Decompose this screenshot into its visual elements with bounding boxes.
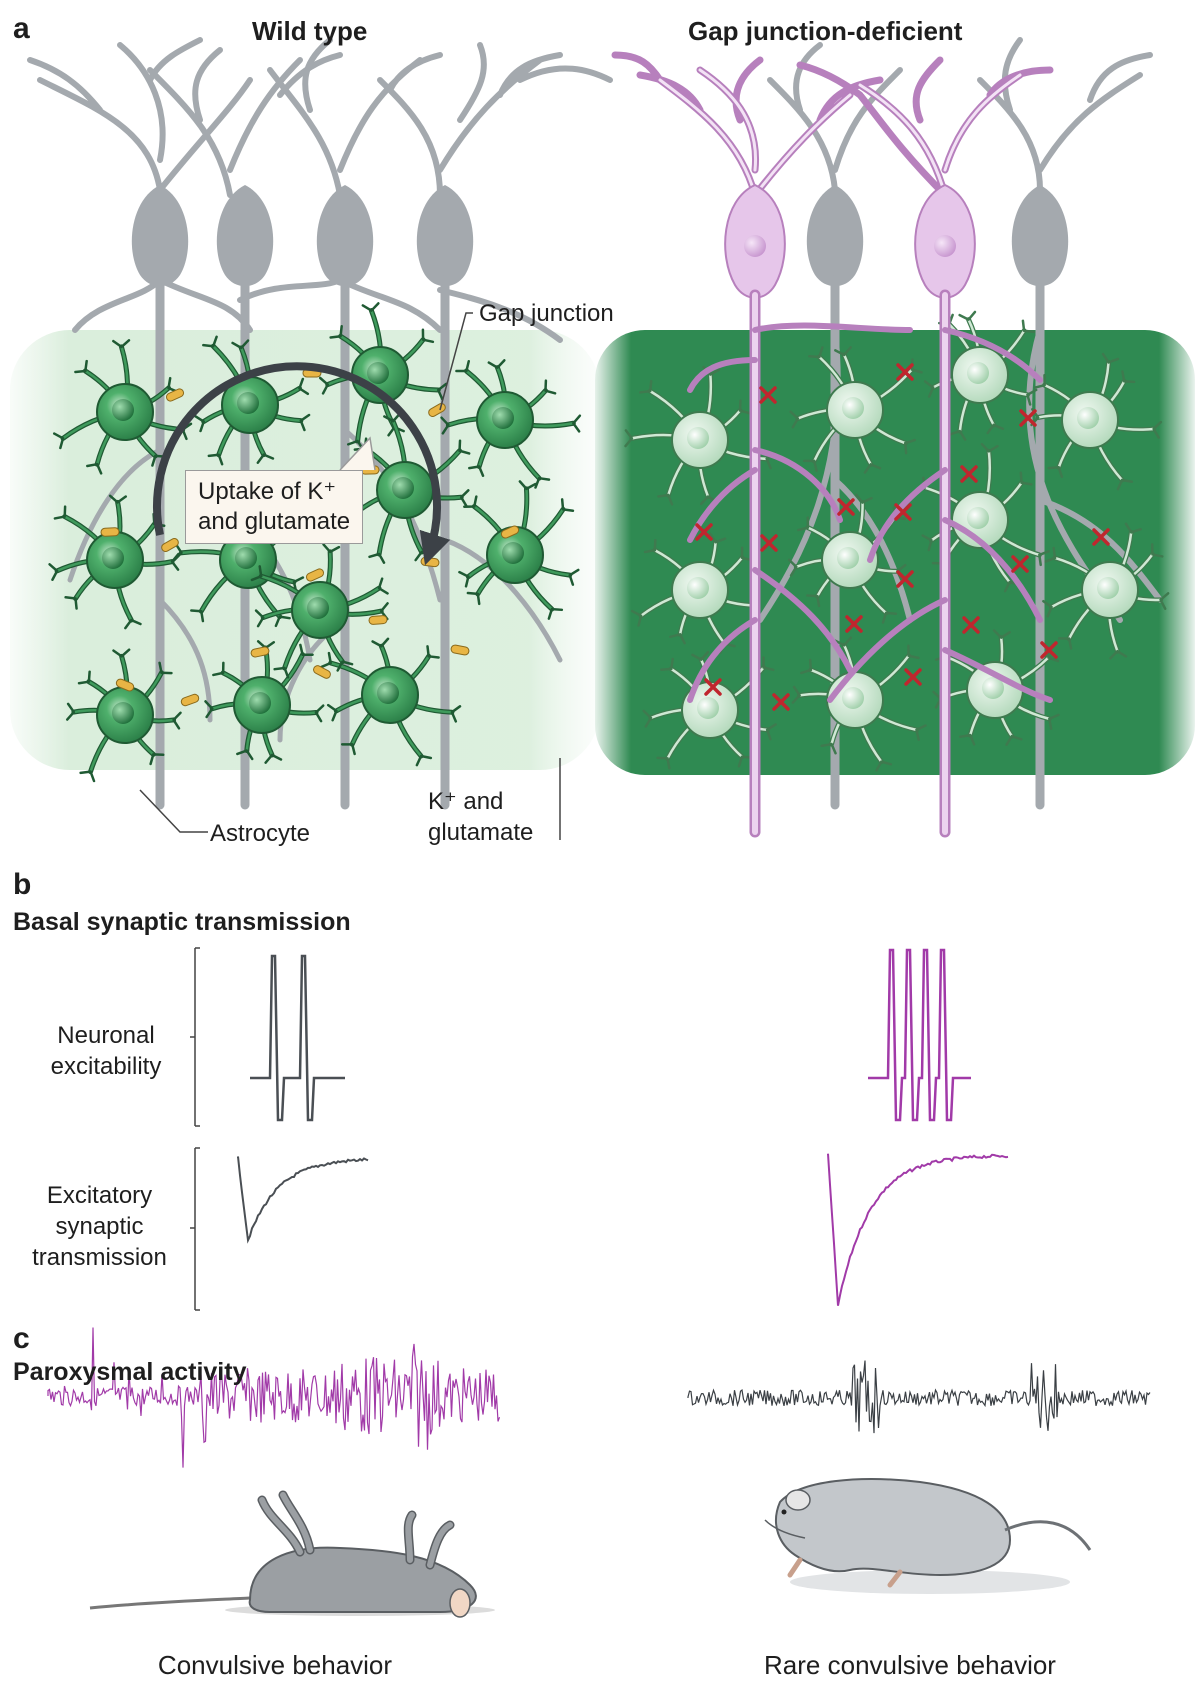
deficient-eeg-trace bbox=[47, 1327, 501, 1468]
wild-type-excitability-trace bbox=[250, 954, 345, 1122]
gap-junction-icon bbox=[165, 388, 185, 402]
k-glutamate-line-1: K⁺ and bbox=[428, 788, 504, 815]
gap-junction-icon bbox=[100, 527, 120, 537]
blocked-x-icon bbox=[896, 363, 914, 381]
blocked-x-icon bbox=[904, 668, 922, 686]
convulsive-behavior-caption: Convulsive behavior bbox=[157, 1650, 393, 1680]
blocked-x-icon bbox=[1040, 641, 1058, 659]
excitatory-synaptic-label: Excitatory synaptic transmission bbox=[12, 1180, 187, 1273]
excitability-line-1: Neuronal bbox=[57, 1022, 155, 1049]
blocked-x-icon bbox=[1011, 555, 1029, 573]
astrocyte bbox=[204, 640, 325, 764]
astrocyte bbox=[932, 629, 1060, 746]
gap-junction-icon bbox=[313, 665, 331, 679]
bubble-tail bbox=[339, 436, 376, 471]
deficient-grey-somata bbox=[806, 185, 1069, 287]
convulsing-mouse bbox=[89, 1490, 495, 1618]
blocked-x-icon bbox=[896, 570, 914, 588]
uptake-cycle-arrow bbox=[153, 362, 451, 566]
gap-junction-deficient-title: Gap junction-deficient bbox=[688, 16, 963, 46]
k-glutamate-label: K⁺ and glutamate bbox=[428, 786, 533, 848]
synaptic-line-2: synaptic bbox=[55, 1213, 144, 1240]
blocked-x-icon bbox=[960, 465, 978, 483]
wild-type-neurons bbox=[27, 37, 613, 343]
gap-junction-icon bbox=[368, 615, 388, 625]
gap-junction-icon bbox=[161, 538, 179, 552]
wild-type-title: Wild type bbox=[252, 16, 368, 46]
astrocyte bbox=[320, 637, 462, 767]
gap-junction-icon bbox=[180, 693, 200, 707]
astrocyte bbox=[440, 359, 582, 489]
blocked-x-icon bbox=[760, 534, 778, 552]
panel-a-letter: a bbox=[13, 12, 30, 45]
panel-b-letter: b bbox=[13, 868, 32, 901]
deficient-synaptic-trace bbox=[827, 1153, 1009, 1306]
panel-b-title: Basal synaptic transmission bbox=[13, 908, 351, 936]
mouse-rare-convulsion bbox=[764, 1478, 1092, 1594]
blocked-gap-junctions bbox=[695, 363, 1110, 711]
wild-type-astrocytes bbox=[48, 302, 582, 783]
gap-junction-icon bbox=[305, 568, 325, 582]
blocked-x-icon bbox=[837, 498, 855, 516]
blocked-x-icon bbox=[695, 523, 713, 541]
rare-convulsive-behavior-caption: Rare convulsive behavior bbox=[764, 1650, 1056, 1680]
neuronal-excitability-label: Neuronal excitability bbox=[26, 1020, 186, 1082]
astrocyte bbox=[52, 339, 193, 475]
blocked-x-icon bbox=[962, 616, 980, 634]
astrocyte bbox=[1030, 352, 1163, 491]
gap-junction-label: Gap junction bbox=[479, 300, 614, 327]
synaptic-line-3: transmission bbox=[32, 1244, 167, 1271]
deficient-excitability-trace bbox=[868, 948, 971, 1122]
wild-type-somata bbox=[131, 185, 474, 287]
uptake-bubble: Uptake of K⁺ and glutamate bbox=[185, 470, 364, 544]
synaptic-line-1: Excitatory bbox=[46, 1182, 153, 1209]
astrocyte-label: Astrocyte bbox=[210, 820, 311, 847]
astrocyte bbox=[1042, 522, 1170, 660]
astrocyte bbox=[624, 365, 777, 506]
gap-junction-icon bbox=[420, 556, 440, 568]
astrocyte bbox=[923, 310, 1038, 441]
astrocyte bbox=[630, 532, 761, 654]
deficient-grey-neurons bbox=[757, 37, 1163, 623]
k-glutamate-line-2: glutamate bbox=[428, 819, 534, 846]
wild-type-eeg-trace bbox=[687, 1360, 1151, 1434]
uptake-line-2: and glutamate bbox=[198, 508, 351, 535]
uptake-line-1: Uptake of K⁺ bbox=[198, 478, 337, 505]
blocked-x-icon bbox=[704, 678, 722, 696]
blocked-x-icon bbox=[1092, 528, 1110, 546]
panel-c-title: Paroxysmal activity bbox=[13, 1358, 247, 1386]
astrocyte bbox=[789, 346, 923, 474]
gap-junction-icon bbox=[450, 644, 470, 656]
astrocyte bbox=[458, 480, 580, 620]
blocked-x-icon bbox=[1019, 409, 1037, 427]
blocked-x-icon bbox=[759, 386, 777, 404]
astrocyte bbox=[250, 543, 389, 679]
panel-c-letter: c bbox=[13, 1322, 30, 1355]
blocked-x-icon bbox=[772, 693, 790, 711]
blocked-x-icon bbox=[894, 503, 912, 521]
gap-junction-icon bbox=[115, 678, 135, 692]
leader-lines bbox=[139, 312, 561, 1311]
purple-neurons bbox=[611, 51, 1054, 838]
blocked-x-icon bbox=[845, 615, 863, 633]
gap-junction-icon bbox=[500, 525, 520, 539]
wild-type-synaptic-trace bbox=[237, 1156, 369, 1244]
gap-junction-icon bbox=[250, 646, 270, 658]
excitability-line-2: excitability bbox=[50, 1053, 162, 1080]
